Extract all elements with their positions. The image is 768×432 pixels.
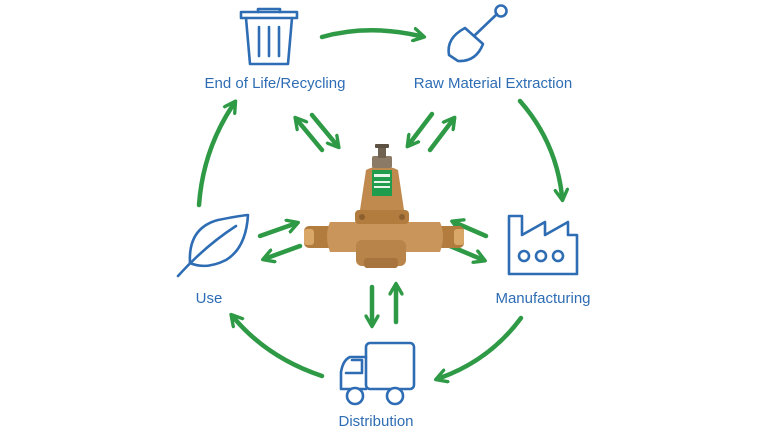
leaf-icon — [176, 213, 250, 278]
stage-label-use: Use — [195, 290, 223, 307]
stage-label-manufacturing: Manufacturing — [495, 290, 591, 307]
cycle-arrow-recycling-to-extraction — [319, 30, 420, 37]
exchange-arrows-extraction — [410, 111, 452, 153]
cycle-arrow-extraction-to-manufacturing — [517, 98, 562, 196]
exchange-arrows-distribution — [372, 287, 396, 322]
stage-label-distribution: Distribution — [338, 413, 414, 430]
cycle-arrow-distribution-to-use — [234, 318, 325, 379]
exchange-arrows-manufacturing — [447, 223, 489, 259]
stage-label-end-of-life: End of Life/Recycling — [204, 75, 346, 92]
factory-icon — [507, 214, 579, 276]
stage-label-raw-material: Raw Material Extraction — [413, 75, 573, 92]
exchange-arrows-recycling — [298, 112, 336, 153]
delivery-truck-icon — [339, 341, 416, 406]
exchange-arrows-use — [257, 224, 303, 258]
cycle-arrow-manufacturing-to-distribution — [440, 315, 524, 378]
trash-can-icon — [239, 7, 299, 66]
pressure-reducing-valve-image — [304, 144, 464, 268]
cycle-arrow-use-to-recycling — [196, 105, 233, 208]
shovel-icon — [447, 4, 508, 63]
